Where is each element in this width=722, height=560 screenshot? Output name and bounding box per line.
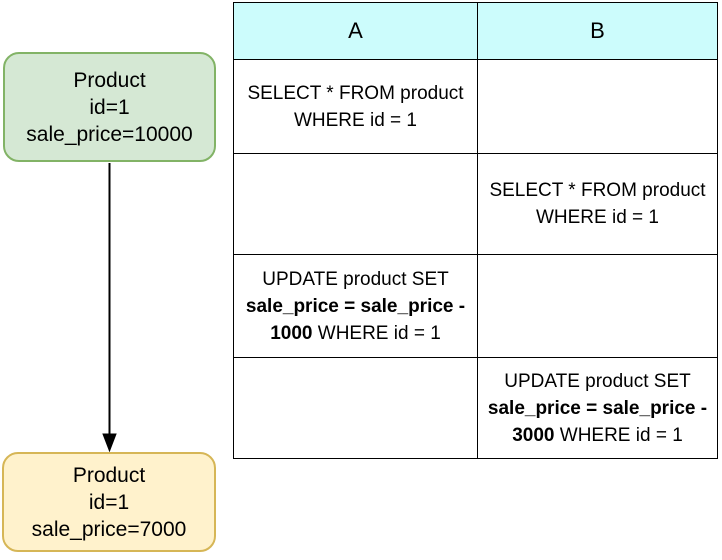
table-row: UPDATE product SET sale_price = sale_pric…	[233, 357, 718, 459]
product-start-node: Product id=1 sale_price=10000	[3, 52, 216, 162]
table-header-row: A B	[233, 2, 718, 60]
column-header-a: A	[233, 2, 478, 60]
sql-text-line: WHERE id = 1	[293, 109, 417, 131]
sql-text-line: 1000 WHERE id = 1	[270, 322, 441, 344]
sql-text-line: UPDATE product SET	[504, 370, 691, 392]
column-header-b: B	[477, 2, 718, 60]
node-line: sale_price=7000	[31, 517, 187, 541]
sql-text-line: SELECT * FROM product	[247, 82, 464, 104]
sql-cell-b-row3	[477, 254, 718, 358]
sql-cell-a-row2	[233, 153, 478, 255]
node-line: Product	[72, 463, 146, 487]
sql-text-line: sale_price = sale_price -	[487, 397, 708, 419]
sql-text-line: UPDATE product SET	[262, 268, 449, 290]
sql-text-line: WHERE id = 1	[535, 207, 659, 228]
sql-text-line: SELECT * FROM product	[489, 180, 706, 201]
sql-cell-b-row4: UPDATE product SET sale_price = sale_pric…	[477, 357, 718, 459]
node-line: id=1	[88, 490, 130, 514]
sql-text-line: 3000 WHERE id = 1	[512, 424, 683, 446]
table-row: UPDATE product SET sale_price = sale_pric…	[233, 254, 718, 358]
node-line: Product	[73, 68, 146, 92]
node-line: sale_price=10000	[26, 122, 193, 146]
sql-text-line: sale_price = sale_price -	[245, 295, 466, 317]
arrowhead-icon	[102, 433, 117, 453]
node-line: id=1	[89, 95, 130, 119]
product-end-node: Product id=1 sale_price=7000	[2, 452, 216, 552]
sql-cell-b-row1	[477, 59, 718, 154]
sql-cell-a-row3: UPDATE product SET sale_price = sale_pric…	[233, 254, 478, 358]
sql-cell-a-row4	[233, 357, 478, 459]
